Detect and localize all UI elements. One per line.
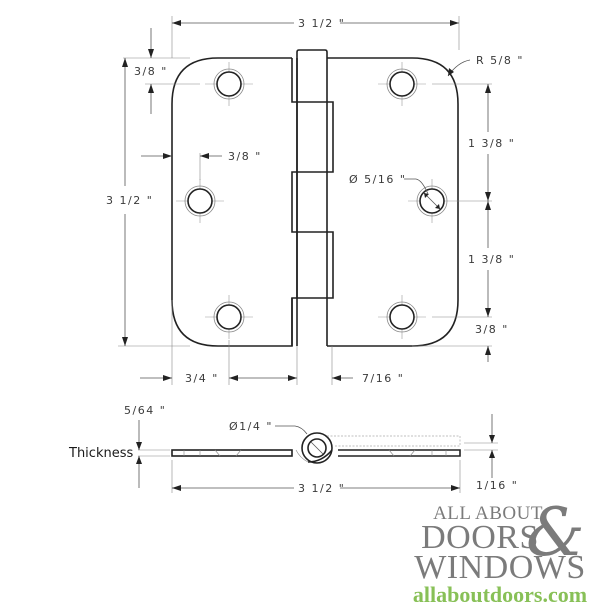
pin-diameter-label: Ø1/4 ": [229, 420, 273, 433]
knuckle-width-label: 7/16 ": [362, 372, 404, 385]
ampersand-icon: &: [526, 494, 585, 571]
side-hole-offset-label: 3/8 ": [228, 150, 262, 163]
hole-top-right: [378, 62, 426, 106]
knuckle: [291, 49, 334, 346]
hole-spacing-lower-label: 1 3/8 ": [468, 253, 515, 266]
logo-line-all-about: ALL ABOUT: [433, 503, 543, 524]
hole-mid-left: [176, 179, 224, 223]
dim-corner-radius: R 5/8 ": [447, 54, 524, 77]
overall-width-label: 3 1/2 ": [298, 17, 345, 30]
dim-side-hole-offset: 3/8 ": [141, 150, 262, 180]
thickness-value-label: 5/64 ": [124, 404, 166, 417]
dim-pin-diameter: Ø1/4 ": [229, 420, 308, 435]
hole-bottom-right: [378, 295, 426, 339]
dim-hole-spacing: 1 3/8 " 1 3/8 " 3/8 ": [412, 83, 515, 362]
dim-overall-width: 3 1/2 ": [171, 16, 460, 58]
logo-line-doors: DOORS: [421, 519, 539, 556]
dim-side-overall-width: 3 1/2 ": [171, 460, 461, 495]
top-hole-offset-label: 3/8 ": [134, 65, 168, 78]
corner-radius-label: R 5/8 ": [476, 54, 524, 67]
countersink-hints: [183, 449, 447, 457]
dim-overall-height: 3 1/2 ": [106, 58, 190, 347]
dim-thickness: 5/64 " Thickness: [68, 404, 170, 488]
hole-diameter-label: Ø 5/16 ": [349, 173, 406, 186]
leaf-gap-label: 1/16 ": [476, 479, 518, 492]
hole-top-left: [205, 62, 253, 106]
left-hole-to-knuckle-label: 3/4 ": [185, 372, 219, 385]
front-view: 3 1/2 " R 5/8 " 3/8 " 3 1/2 ": [106, 16, 524, 385]
dim-top-hole-offset: 3/8 ": [123, 28, 200, 114]
screw-holes: [176, 62, 456, 339]
side-view: Ø1/4 " 5/64 " Thickness 3 1/2 ": [68, 404, 518, 495]
hole-bottom-left: [205, 295, 253, 339]
dim-bottom: 3/4 " 7/16 ": [140, 300, 404, 385]
thickness-label: Thickness: [68, 446, 133, 461]
logo-url: allaboutdoors.com: [412, 582, 588, 607]
side-overall-width-label: 3 1/2 ": [298, 482, 345, 495]
dim-hole-diameter: Ø 5/16 ": [349, 173, 429, 195]
right-leaf-outline: [327, 57, 459, 347]
bottom-hole-offset-label: 3/8 ": [475, 323, 509, 336]
dim-leaf-gap: 1/16 ": [464, 414, 518, 492]
logo-line-windows: WINDOWS: [414, 549, 586, 586]
side-left-leaf: [171, 449, 293, 457]
side-knuckle: [295, 432, 461, 464]
overall-height-label: 3 1/2 ": [106, 194, 153, 207]
side-right-leaf: [338, 449, 461, 457]
brand-logo: ALL ABOUT DOORS WINDOWS allaboutdoors.co…: [400, 500, 600, 607]
hole-mid-right: [408, 179, 456, 223]
hole-spacing-upper-label: 1 3/8 ": [468, 137, 515, 150]
